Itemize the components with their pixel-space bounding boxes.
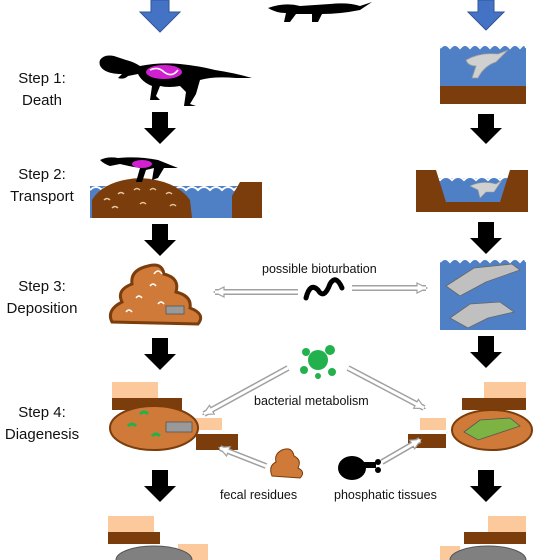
worm-icon bbox=[303, 277, 345, 301]
crocodile-silhouette bbox=[268, 2, 372, 22]
feces-icon bbox=[270, 448, 304, 479]
top-left-blue-arrow-icon bbox=[138, 0, 182, 33]
bacteria-connectors bbox=[204, 365, 424, 417]
step4-name: Diagenesis bbox=[4, 426, 80, 443]
fecal-residues-label: fecal residues bbox=[220, 488, 298, 502]
bacterial-metabolism-label: bacterial metabolism bbox=[254, 394, 369, 408]
step1-label: Step 1: Death bbox=[0, 68, 84, 112]
residue-connectors bbox=[220, 437, 420, 469]
step4-title: Step 4: bbox=[18, 404, 66, 421]
step4-right-sediment bbox=[408, 382, 533, 451]
step3-title: Step 3: bbox=[18, 278, 66, 295]
step3-right-scene bbox=[439, 258, 527, 330]
bioturbation-connectors bbox=[215, 288, 426, 292]
feces-pile-deposit bbox=[108, 263, 203, 326]
step4-label: Step 4: Diagenesis bbox=[0, 402, 84, 446]
meat-bone-icon bbox=[338, 456, 381, 480]
step2-name: Transport bbox=[10, 188, 74, 205]
step3-name: Deposition bbox=[6, 300, 78, 317]
bacteria-splat-icon bbox=[300, 345, 336, 379]
tyrannosaur-silhouette bbox=[99, 55, 252, 106]
step2-left-scene bbox=[89, 157, 262, 218]
step2-label: Step 2: Transport bbox=[0, 164, 84, 208]
black-down-arrows bbox=[144, 112, 502, 502]
step2-title: Step 2: bbox=[18, 166, 66, 183]
step1-title: Step 1: bbox=[18, 70, 66, 87]
bottom-right-result bbox=[440, 516, 527, 560]
bioturbation-label: possible bioturbation bbox=[262, 262, 377, 276]
step1-water-tank bbox=[439, 44, 527, 104]
step1-name: Death bbox=[21, 92, 63, 109]
top-right-blue-arrow-icon bbox=[466, 0, 506, 31]
step4-left-sediment bbox=[109, 382, 238, 451]
step2-right-scene bbox=[415, 170, 530, 212]
phosphatic-tissues-label: phosphatic tissues bbox=[334, 488, 437, 502]
bottom-left-result bbox=[108, 516, 208, 560]
step3-label: Step 3: Deposition bbox=[0, 276, 84, 320]
